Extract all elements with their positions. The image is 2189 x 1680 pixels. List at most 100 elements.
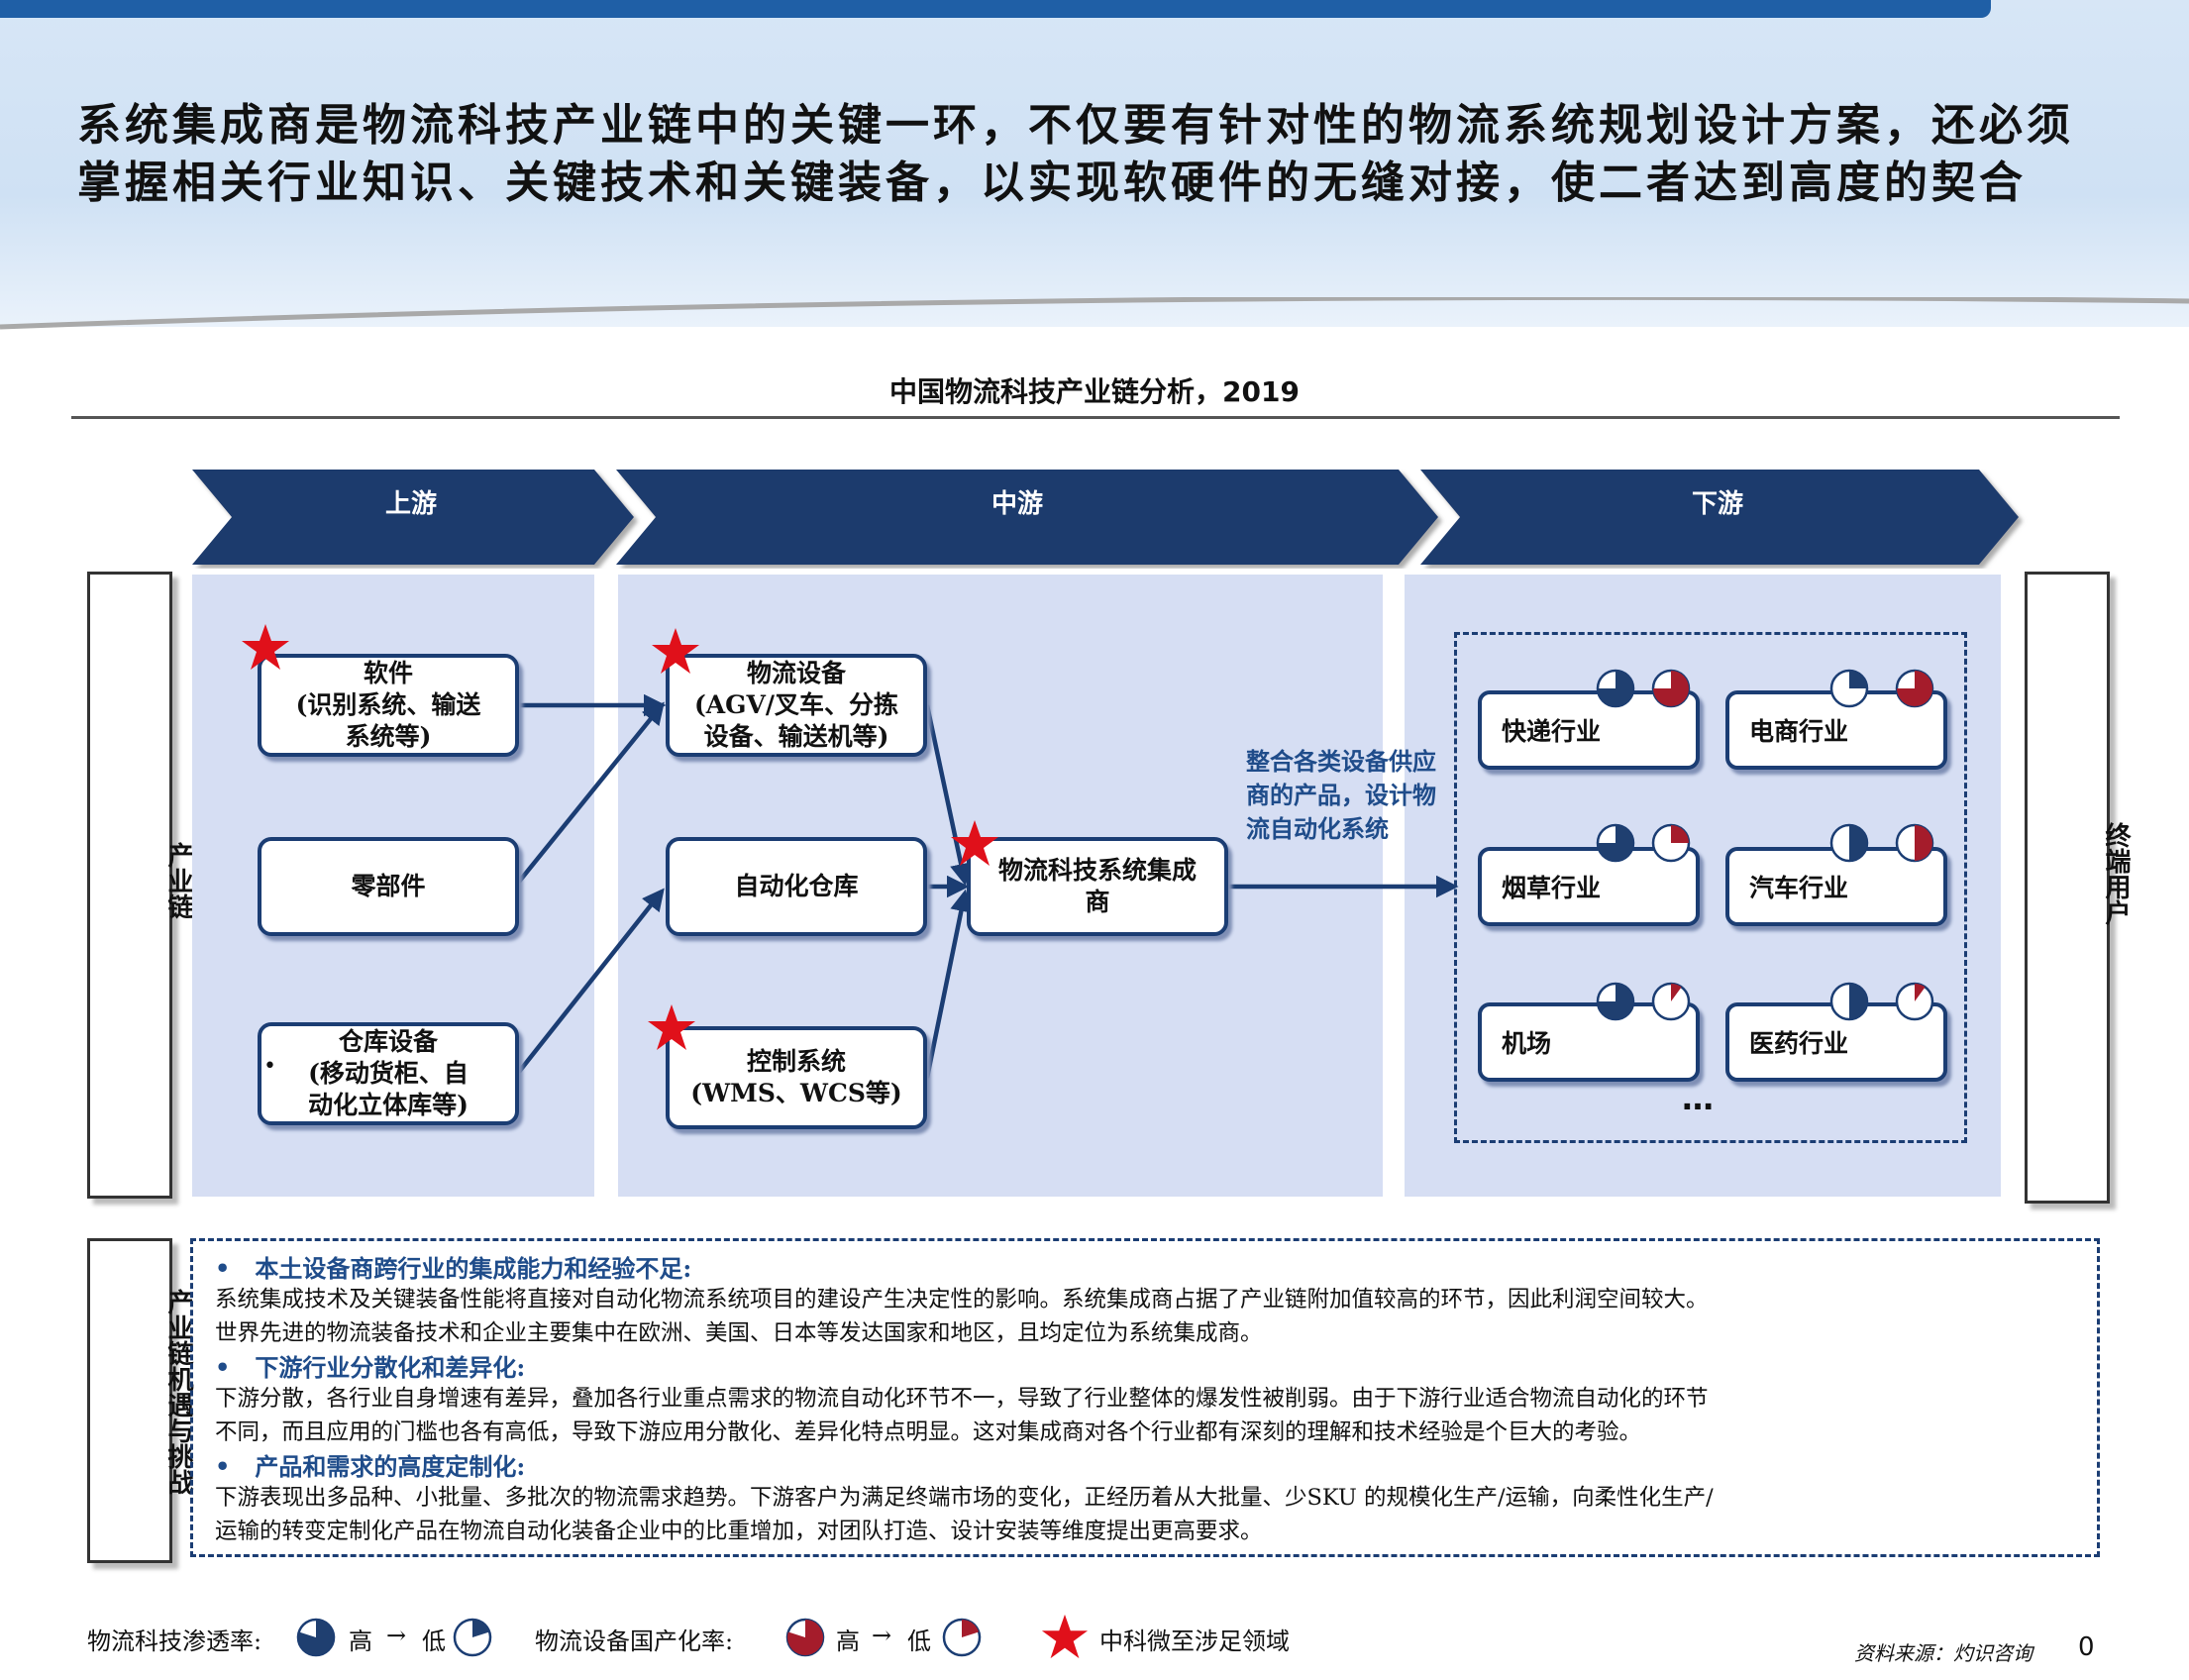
penetration-pie-icon — [1596, 823, 1635, 863]
title-rule — [71, 416, 2120, 419]
chevron-upstream — [192, 470, 634, 565]
legend-star-icon — [1041, 1614, 1089, 1659]
node-logistics-equipment: 物流设备 (AGV/叉车、分拣 设备、输送机等) — [666, 654, 927, 757]
headline: 系统集成商是物流科技产业链中的关键一环，不仅要有针对性的物流系统规划设计方案，还… — [77, 100, 2074, 208]
challenge-heading-text: 本土设备商跨行业的集成能力和经验不足: — [255, 1254, 692, 1283]
pie-fill — [1915, 984, 1926, 1001]
star-icon — [242, 624, 289, 670]
industry-label: 快递行业 — [1502, 717, 1602, 746]
pie-fill — [1598, 984, 1633, 1019]
challenge-body-line: 世界先进的物流装备技术和企业主要集中在欧洲、美国、日本等发达国家和地区，且均定位… — [215, 1320, 1263, 1346]
penetration-pie-icon — [1829, 669, 1869, 708]
legend-arrow: → — [872, 1622, 892, 1649]
pie-fill — [1897, 671, 1932, 706]
chevron-downstream — [1420, 470, 2019, 565]
integrate-note: 整合各类设备供应商的产品，设计物流自动化系统 — [1246, 747, 1436, 843]
localization-pie-icon — [1895, 823, 1934, 863]
legend-high: 高 — [349, 1628, 372, 1655]
stage-downstream-label: 下游 — [1691, 489, 1743, 519]
localization-pie-icon — [1651, 823, 1691, 863]
star-icon — [951, 820, 998, 866]
pie-fill — [1671, 984, 1682, 1001]
challenge-heading: • 本土设备商跨行业的集成能力和经验不足: — [215, 1254, 692, 1283]
node-logistics-equipment-title: 物流设备 — [746, 659, 846, 687]
challenge-body-line: 不同，而且应用的门槛也各有高低，导致下游应用分散化、差异化特点明显。这对集成商对… — [215, 1419, 1642, 1445]
penetration-pie-icon — [1829, 982, 1869, 1021]
side-label-chain-text: 产业链 — [163, 842, 193, 919]
legend-high: 高 — [836, 1628, 860, 1655]
source-note: 资料来源：灼识咨询 — [1854, 1641, 2033, 1665]
pie-fill — [1849, 671, 1867, 688]
node-automated-warehouse: 自动化仓库 — [666, 837, 927, 936]
star-icon — [652, 628, 699, 674]
localization-pie-icon — [1651, 669, 1691, 708]
challenge-heading: • 产品和需求的高度定制化: — [215, 1452, 526, 1481]
node-warehouse-equipment-detail1: (移动货柜、自 — [308, 1059, 469, 1088]
legend-low: 低 — [907, 1628, 931, 1655]
chart-title: 中国物流科技产业链分析，2019 — [889, 375, 1300, 408]
node-control-system-detail: (WMS、WCS等) — [690, 1079, 902, 1107]
header-divider-curve — [0, 297, 2189, 330]
challenge-body: 系统集成技术及关键装备性能将直接对自动化物流系统项目的建设产生决定性的影响。系统… — [215, 1283, 2087, 1350]
legend-high-localization-pie-icon — [785, 1618, 825, 1657]
penetration-pie-icon — [1829, 823, 1869, 863]
node-warehouse-equipment: 仓库设备 (移动货柜、自 动化立体库等) — [258, 1022, 519, 1125]
challenge-body: 下游分散，各行业自身增速有差异，叠加各行业重点需求的物流自动化环节不一，导致了行… — [215, 1382, 2087, 1449]
node-software-detail1: (识别系统、输送 — [295, 690, 481, 719]
header-band — [0, 0, 2189, 327]
node-software-title: 软件 — [363, 659, 413, 687]
penetration-pie-icon — [1596, 669, 1635, 708]
chevron-midstream — [616, 470, 1438, 565]
node-system-integrator: 物流科技系统集成 商 — [967, 837, 1228, 936]
pie-fill — [1849, 984, 1867, 1019]
challenge-body-line: 运输的转变定制化产品在物流自动化装备企业中的比重增加，对团队打造、设计安装等维度… — [215, 1519, 1263, 1544]
challenge-body-line: 下游表现出多品种、小批量、多批次的物流需求趋势。下游客户为满足终端市场的变化，正… — [215, 1485, 1714, 1511]
side-label-challenges: 产业链机遇与挑战 — [87, 1238, 193, 1563]
side-label-chain: 产业链 — [87, 572, 193, 1199]
legend-star-label: 中科微至涉足领域 — [1099, 1628, 1290, 1655]
stage-chevrons — [192, 470, 2019, 565]
challenge-heading: • 下游行业分散化和差异化: — [215, 1353, 526, 1382]
industry-label: 烟草行业 — [1502, 874, 1602, 902]
side-label-end-user: 终端用户 — [2025, 572, 2131, 1204]
star-icon — [648, 1004, 695, 1050]
node-software-detail2: 系统等) — [345, 722, 432, 751]
node-warehouse-equipment-detail2: 动化立体库等) — [308, 1091, 469, 1119]
industry-label: 汽车行业 — [1749, 874, 1849, 902]
penetration-pie-icon — [1596, 982, 1635, 1021]
legend-penetration-label: 物流科技渗透率: — [87, 1628, 262, 1655]
pie-fill — [1849, 825, 1867, 861]
stage-upstream-label: 上游 — [384, 489, 437, 519]
industries-more: … — [1682, 1080, 1714, 1117]
legend-arrow: → — [386, 1622, 407, 1649]
localization-pie-icon — [1895, 669, 1934, 708]
challenge-heading-text: 产品和需求的高度定制化: — [255, 1452, 526, 1481]
challenge-body-line: 下游分散，各行业自身增速有差异，叠加各行业重点需求的物流自动化环节不一，导致了行… — [215, 1386, 1709, 1412]
industries-frame — [1454, 632, 1967, 1143]
node-control-system-title: 控制系统 — [746, 1047, 846, 1076]
challenge-heading-text: 下游行业分散化和差异化: — [255, 1353, 526, 1382]
pie-fill — [962, 1620, 980, 1637]
node-control-system: 控制系统 (WMS、WCS等) — [666, 1026, 927, 1129]
pie-fill — [1915, 825, 1932, 861]
node-warehouse-equipment-title: 仓库设备 — [338, 1027, 438, 1056]
pie-fill — [1598, 671, 1633, 706]
node-system-integrator-title-cont: 商 — [1085, 888, 1110, 916]
pie-fill — [1671, 825, 1689, 843]
page-number: 0 — [2078, 1632, 2095, 1662]
node-parts-title: 零部件 — [351, 872, 426, 900]
side-label-end-user-text: 终端用户 — [2101, 822, 2131, 925]
legend-localization-label: 物流设备国产化率: — [535, 1628, 734, 1655]
pie-fill — [298, 1620, 334, 1655]
pie-fill — [1598, 825, 1633, 861]
pie-fill — [1653, 671, 1689, 706]
node-system-integrator-title: 物流科技系统集成 — [997, 856, 1197, 885]
challenge-body-line: 系统集成技术及关键装备性能将直接对自动化物流系统项目的建设产生决定性的影响。系统… — [215, 1287, 1709, 1312]
industry-label: 机场 — [1502, 1029, 1552, 1058]
legend-low-penetration-pie-icon — [453, 1618, 492, 1657]
challenge-body: 下游表现出多品种、小批量、多批次的物流需求趋势。下游客户为满足终端市场的变化，正… — [215, 1481, 2087, 1548]
node-parts: 零部件 — [258, 837, 519, 936]
node-automated-warehouse-title: 自动化仓库 — [734, 872, 859, 900]
legend-low-localization-pie-icon — [942, 1618, 982, 1657]
node-logistics-equipment-detail1: (AGV/叉车、分拣 — [693, 690, 899, 719]
